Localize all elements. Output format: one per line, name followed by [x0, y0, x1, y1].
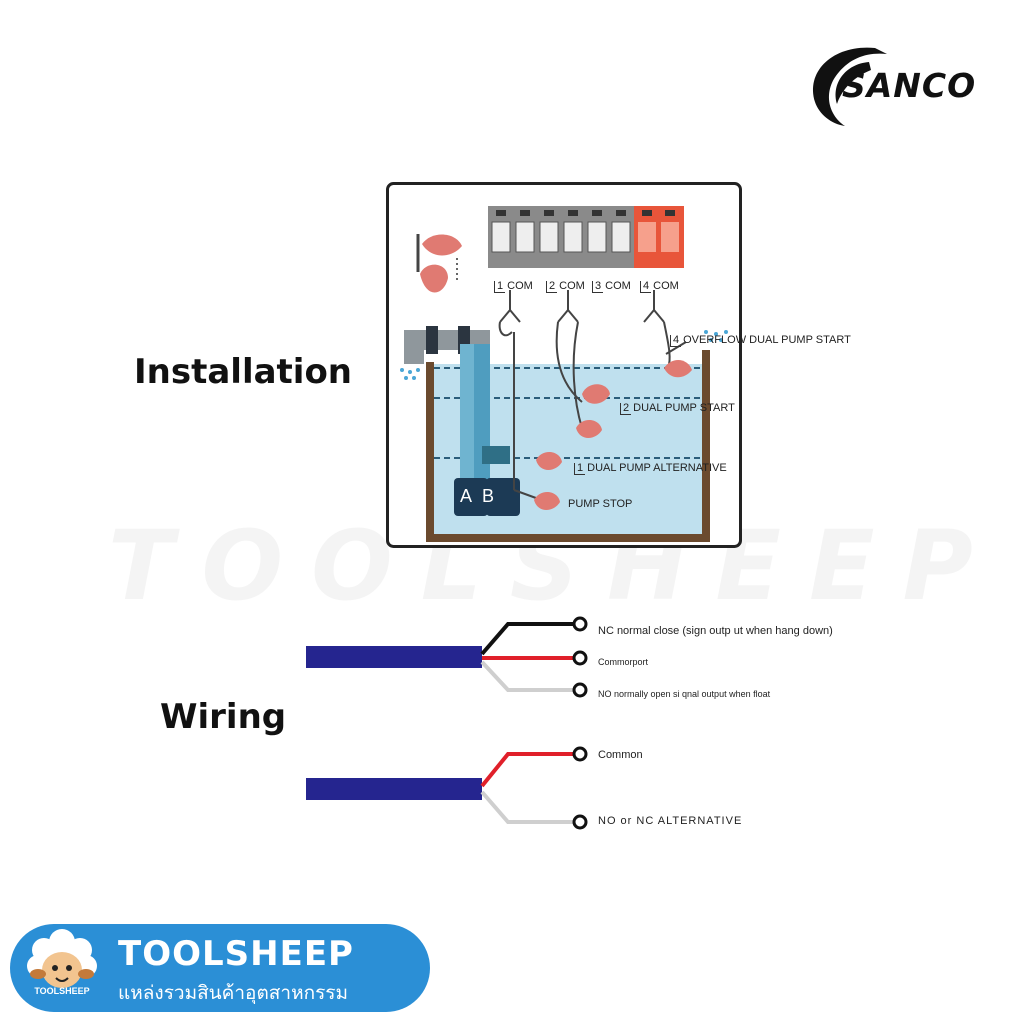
pump-a-label: A: [460, 486, 473, 506]
two-wire-cable: [306, 778, 482, 800]
three-wire-cable: [306, 646, 482, 668]
sanco-logo-swoosh-icon: [813, 47, 887, 126]
installation-diagram-graphic: [386, 182, 742, 548]
wiring-nc-label: NC normal close (sign outp ut when hang …: [598, 625, 833, 637]
wiring-alt-label: NO or NC ALTERNATIVE: [598, 815, 743, 827]
two-wire-terminals: [572, 746, 588, 830]
three-wire-terminals: [572, 616, 588, 698]
wiring-com-label: Commorport: [598, 657, 649, 667]
wiring-title: Wiring: [160, 697, 287, 737]
relay-terminal-block: [488, 206, 684, 268]
wiring-diagram: NC normal close (sign outp ut when hang …: [300, 600, 900, 840]
sanco-logo-text: SANCO: [842, 66, 977, 105]
three-wire-leads: [480, 622, 574, 692]
wiring-diagram-graphic: [306, 616, 588, 830]
float-switch-legend-icon: [416, 234, 462, 293]
brand-tagline: แหล่งรวมสินค้าอุตสาหกรรม: [118, 982, 349, 1004]
sheep-mascot-icon: [27, 929, 97, 988]
two-wire-leads: [480, 752, 574, 824]
level-label-pump-stop: PUMP STOP: [568, 498, 633, 510]
wiring-no-label: NO normally open si qnal output when flo…: [598, 689, 771, 699]
installation-title: Installation: [134, 352, 353, 392]
pump-b-label: B: [482, 486, 495, 506]
float-balls: [534, 359, 692, 510]
sheep-mascot-text: TOOLSHEEP: [34, 986, 90, 996]
float-cables: [498, 290, 687, 499]
wiring-common-label: Common: [598, 749, 643, 761]
brand-name: TOOLSHEEP: [118, 934, 354, 974]
pumps-a-b: [454, 446, 520, 516]
